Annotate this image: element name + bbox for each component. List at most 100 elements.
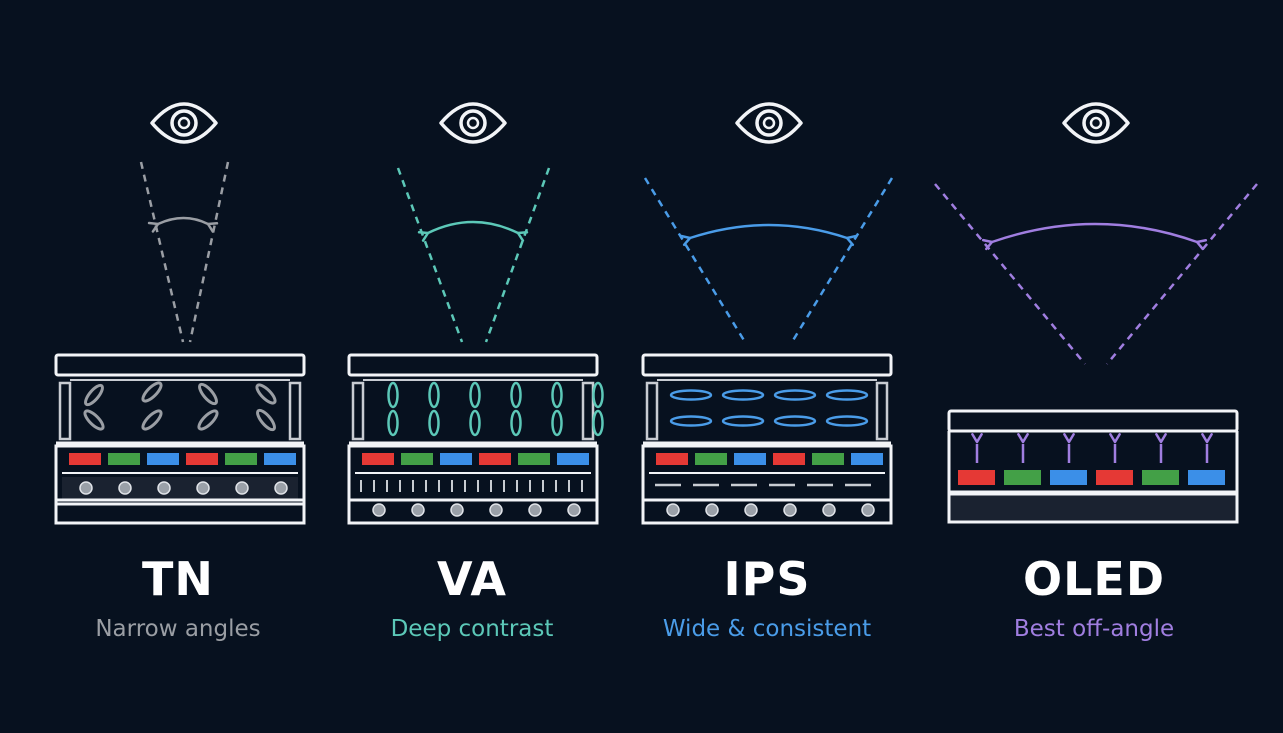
backlight-layer <box>347 498 599 525</box>
subpixel-red <box>186 453 218 465</box>
subpixel-blue <box>734 453 766 465</box>
ips-caption: Wide & consistent <box>662 616 872 642</box>
backlight-led <box>783 503 797 517</box>
cone-left-line <box>139 161 185 343</box>
oled-panel-stack <box>947 409 1239 524</box>
top-glass <box>347 353 599 377</box>
backlight-led <box>118 481 132 495</box>
lc-molecule <box>198 382 218 406</box>
lc-molecule <box>469 381 481 409</box>
backlight-led <box>274 481 288 495</box>
spacer-right <box>288 381 302 441</box>
tn-panel-stack <box>54 353 306 525</box>
subpixel-green <box>1004 470 1041 485</box>
lc-molecule <box>825 415 869 427</box>
ips-panel-stack <box>641 353 893 525</box>
backlight-led <box>822 503 836 517</box>
lc-molecule <box>825 389 869 401</box>
tft-layer <box>62 477 298 499</box>
lc-molecule <box>510 381 522 409</box>
lc-molecule <box>551 381 563 409</box>
spacer-right <box>875 381 889 441</box>
spacer-left <box>351 381 365 441</box>
tn-eye-icon <box>150 102 218 144</box>
substrate-layer <box>947 492 1239 524</box>
lc-molecule <box>669 389 713 401</box>
subpixel-blue <box>1188 470 1225 485</box>
subpixel-green <box>108 453 140 465</box>
backlight-led <box>235 481 249 495</box>
cone-left-line <box>934 183 1086 365</box>
spacer-left <box>645 381 659 441</box>
oled-eye-icon <box>1062 102 1130 144</box>
backlight-led <box>567 503 581 517</box>
lc-molecule <box>551 409 563 437</box>
lc-molecule <box>83 409 105 431</box>
liquid-crystal-layer <box>387 381 604 437</box>
va-caption: Deep contrast <box>390 616 554 642</box>
lc-molecule <box>256 408 276 432</box>
backlight-led <box>79 481 93 495</box>
subpixel-red <box>656 453 688 465</box>
angle-arc <box>427 220 519 235</box>
cone-right-line <box>484 167 551 343</box>
emission-arrow <box>1109 433 1121 463</box>
lc-molecule <box>773 389 817 401</box>
emission-arrow <box>1155 433 1167 463</box>
subpixel-blue <box>557 453 589 465</box>
subpixel-red <box>69 453 101 465</box>
subpixel-green <box>401 453 433 465</box>
emission-arrow <box>1017 433 1029 463</box>
subpixel-red <box>1096 470 1133 485</box>
ips-viewing-cone <box>643 177 894 343</box>
ips-eye-icon <box>735 102 803 144</box>
backlight-led <box>489 503 503 517</box>
subpixel-red <box>362 453 394 465</box>
angle-arc <box>157 216 209 226</box>
backlight-led <box>157 481 171 495</box>
lc-molecule <box>592 381 604 409</box>
oled-viewing-cone <box>934 183 1258 365</box>
subpixel-green <box>812 453 844 465</box>
backlight-layer <box>641 498 893 525</box>
va-viewing-cone <box>396 167 551 343</box>
lc-molecule <box>428 381 440 409</box>
lc-molecule <box>669 415 713 427</box>
emission-arrow <box>971 433 983 463</box>
backlight-led <box>705 503 719 517</box>
lc-molecule <box>387 409 399 437</box>
oled-caption: Best off-angle <box>1013 616 1175 642</box>
subpixel-blue <box>440 453 472 465</box>
cover-glass <box>947 409 1239 433</box>
spacer-right <box>581 381 595 441</box>
backlight-led <box>450 503 464 517</box>
backlight-layer <box>54 498 306 525</box>
lc-molecule <box>255 383 277 405</box>
lc-molecule <box>721 389 765 401</box>
lc-molecule <box>592 409 604 437</box>
va-eye-icon <box>439 102 507 144</box>
lc-molecule <box>428 409 440 437</box>
backlight-led <box>666 503 680 517</box>
cone-right-line <box>188 161 230 343</box>
backlight-led <box>528 503 542 517</box>
tn-viewing-cone <box>139 161 230 343</box>
ips-title: IPS <box>723 552 811 606</box>
cone-left-line <box>643 177 747 343</box>
subpixel-red <box>958 470 995 485</box>
angle-arc <box>689 223 848 240</box>
lc-molecule <box>197 409 219 431</box>
emission-arrow <box>1063 433 1075 463</box>
backlight-led <box>744 503 758 517</box>
cone-right-line <box>1106 183 1258 365</box>
subpixel-blue <box>147 453 179 465</box>
lc-molecule <box>84 383 104 407</box>
cone-left-line <box>396 167 464 343</box>
spacer-left <box>58 381 72 441</box>
liquid-crystal-layer <box>669 389 869 427</box>
backlight-led <box>372 503 386 517</box>
subpixel-blue <box>851 453 883 465</box>
lc-molecule <box>141 381 163 403</box>
